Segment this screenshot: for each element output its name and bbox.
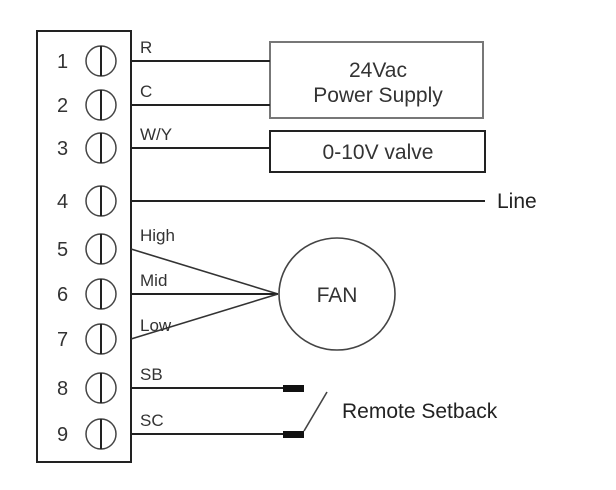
power-supply-box — [269, 41, 484, 119]
fan-label: FAN — [317, 284, 358, 307]
terminal-block — [36, 30, 132, 463]
power-supply-line1: 24Vac — [349, 59, 407, 82]
terminal-5: 5 High — [57, 226, 175, 265]
valve-box — [269, 130, 486, 173]
line-label: Line — [497, 190, 537, 213]
terminal-7: 7 Low — [57, 316, 172, 355]
wire-high — [130, 248, 279, 295]
terminal-number: 4 — [57, 191, 68, 213]
terminal-number: 1 — [57, 51, 68, 73]
switch-blade — [303, 391, 328, 432]
terminal-6: 6 Mid — [57, 271, 167, 310]
terminal-1: 1R — [57, 38, 152, 77]
terminal-number: 6 — [57, 284, 68, 306]
terminal-4: 4 — [57, 185, 117, 217]
terminal-8: 8 SB — [57, 365, 163, 404]
terminal-9: 9 SC — [57, 411, 164, 450]
valve-label: 0-10V valve — [323, 141, 434, 164]
terminal-number: 2 — [57, 95, 68, 117]
wire-label: SB — [140, 365, 163, 384]
wire-label: C — [140, 82, 152, 101]
wire-label: Low — [140, 316, 172, 335]
terminal-number: 7 — [57, 329, 68, 351]
wire-label: R — [140, 38, 152, 57]
contact-sc — [283, 431, 304, 438]
wire-label: W/Y — [140, 125, 172, 144]
wire-label: SC — [140, 411, 164, 430]
terminal-number: 9 — [57, 424, 68, 446]
fan-circle — [278, 237, 396, 351]
wire-low — [130, 293, 279, 340]
setback-label: Remote Setback — [342, 400, 498, 423]
power-supply-line2: Power Supply — [313, 84, 443, 107]
terminal-number: 3 — [57, 138, 68, 160]
contact-sb — [283, 385, 304, 392]
terminal-number: 8 — [57, 378, 68, 400]
terminal-2: 2C — [57, 82, 152, 121]
terminal-3: 3 W/Y — [57, 125, 172, 164]
wire-label: Mid — [140, 271, 167, 290]
terminal-number: 5 — [57, 239, 68, 261]
wire-label: High — [140, 226, 175, 245]
